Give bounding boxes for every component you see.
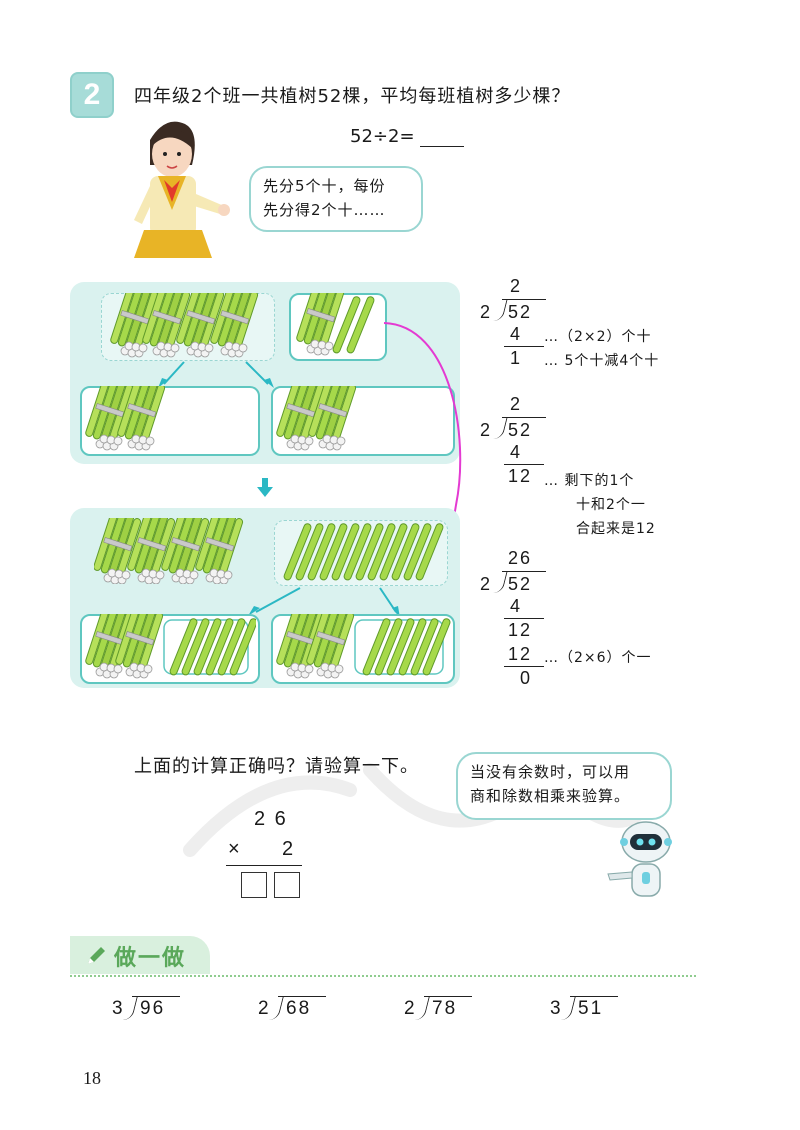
division-bracket [493,417,508,439]
girl-speech-bubble: 先分5个十，每份 先分得2个十…… [249,166,423,232]
step-value: 4 [510,442,521,462]
step-value: 4 [510,324,521,344]
twelve-single-sticks [282,522,445,582]
subtraction-line [504,666,544,667]
division-bar [278,996,326,997]
page-number: 18 [83,1068,101,1088]
multiplicand: 2 6 [254,808,288,830]
girl-bubble-line2: 先分得2个十…… [263,201,386,219]
practice-item-1: 3 96 [112,996,192,1026]
practice-dividend: 78 [432,998,458,1019]
divisor: 2 [480,420,491,440]
tens-bundles-4 [94,518,244,584]
quotient: 2 [510,276,521,296]
share-left-bottom-sticks [84,614,256,679]
division-bar [570,996,618,997]
share-right-bottom-sticks [275,614,451,679]
division-bracket [269,996,284,1020]
divisor: 2 [480,574,491,594]
division-bracket [493,299,508,321]
divisor: 2 [480,302,491,322]
step-note: … 剩下的1个 [544,473,635,489]
practice-divider [70,975,696,977]
dividend: 52 [508,420,533,440]
practice-dividend: 51 [578,998,604,1019]
step-note: … 5个十减4个十 [544,353,660,369]
practice-divisor: 2 [404,998,415,1019]
step-note: …（2×2）个十 [544,329,652,345]
remaining-sticks [295,293,376,356]
division-bar [424,996,472,997]
long-division-step-2: 2 2 52 4 12 … 剩下的1个 十和2个一 合起来是12 [478,394,718,544]
robot-bubble-line1: 当没有余数时，可以用 [470,763,631,781]
split-arrows-top [158,361,274,388]
division-bracket [561,996,576,1020]
practice-divisor: 2 [258,998,269,1019]
check-question: 上面的计算正确吗？请验算一下。 [134,756,419,777]
subtraction-line [504,618,544,619]
multiply-operator: × [228,838,240,860]
product-tens-box[interactable] [241,872,267,898]
robot-illustration [607,821,672,897]
problem-equation: 52÷2= [350,126,465,147]
subtraction-line [504,346,544,347]
step-value: 12 [508,466,533,486]
problem-text: 四年级2个班一共植树52棵，平均每班植树多少棵？ [134,86,571,107]
robot-bubble-line2: 商和除数相乘来验算。 [470,787,631,805]
step-note-extra: 十和2个一 [576,497,646,513]
step-value: 12 [508,644,533,664]
division-bar [502,299,546,300]
long-division-step-1: 2 2 52 4 …（2×2）个十 1 … 5个十减4个十 [478,276,718,376]
dividend: 52 [508,302,533,322]
step-note: …（2×6）个一 [544,650,652,666]
step-value: 1 [510,348,521,368]
step-value: 12 [508,620,533,640]
down-arrow-icon [257,478,273,497]
division-bar [502,571,546,572]
practice-item-4: 3 51 [550,996,630,1026]
equation-text: 52÷2= [350,126,415,147]
division-bar [132,996,180,997]
multiplication-line [226,865,302,866]
answer-blank[interactable] [420,128,465,147]
step-value: 0 [520,668,531,688]
tens-bundles-5 [109,293,260,358]
practice-divisor: 3 [112,998,123,1019]
girl-bubble-line1: 先分5个十，每份 [263,177,386,195]
practice-divisor: 3 [550,998,561,1019]
practice-item-2: 2 68 [258,996,338,1026]
step-value: 4 [510,596,521,616]
practice-dividend: 96 [140,998,166,1019]
multiplier: 2 [282,838,294,860]
split-arrows-bottom [248,587,400,618]
problem-number-badge: 2 [70,72,114,118]
division-bar [502,417,546,418]
girl-illustration [134,121,230,258]
practice-dividend: 68 [286,998,312,1019]
robot-speech-bubble: 当没有余数时，可以用 商和除数相乘来验算。 [456,752,672,820]
long-division-step-3: 26 2 52 4 12 12 …（2×6）个一 0 [478,548,718,698]
division-bracket [415,996,430,1020]
step-note-extra: 合起来是12 [576,521,656,537]
practice-item-3: 2 78 [404,996,484,1026]
subtraction-line [504,464,544,465]
share-left-top-bundles [84,386,167,451]
practice-header: 做一做 [70,936,210,974]
dividend: 52 [508,574,533,594]
product-ones-box[interactable] [274,872,300,898]
division-bracket [123,996,138,1020]
pencil-icon [88,947,105,964]
quotient: 2 [510,394,521,414]
quotient: 26 [508,548,533,568]
practice-title: 做一做 [114,946,187,971]
division-bracket [493,571,508,593]
